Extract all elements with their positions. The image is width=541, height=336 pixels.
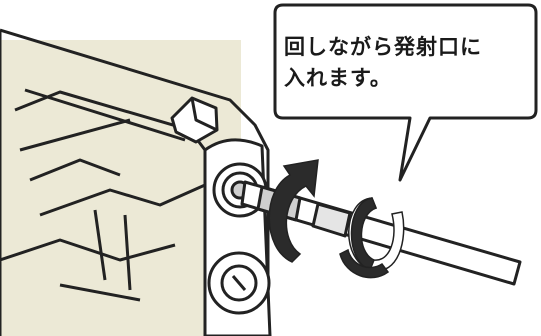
speech-bubble <box>273 3 538 182</box>
rotate-arrow-icon <box>268 159 405 279</box>
callout-line-2: 入れます。 <box>284 66 392 90</box>
lower-knob <box>207 251 271 315</box>
callout-text: 回しながら発射口に 入れます。 <box>284 32 534 94</box>
top-latch <box>170 96 219 144</box>
callout-line-1: 回しながら発射口に <box>284 35 482 59</box>
